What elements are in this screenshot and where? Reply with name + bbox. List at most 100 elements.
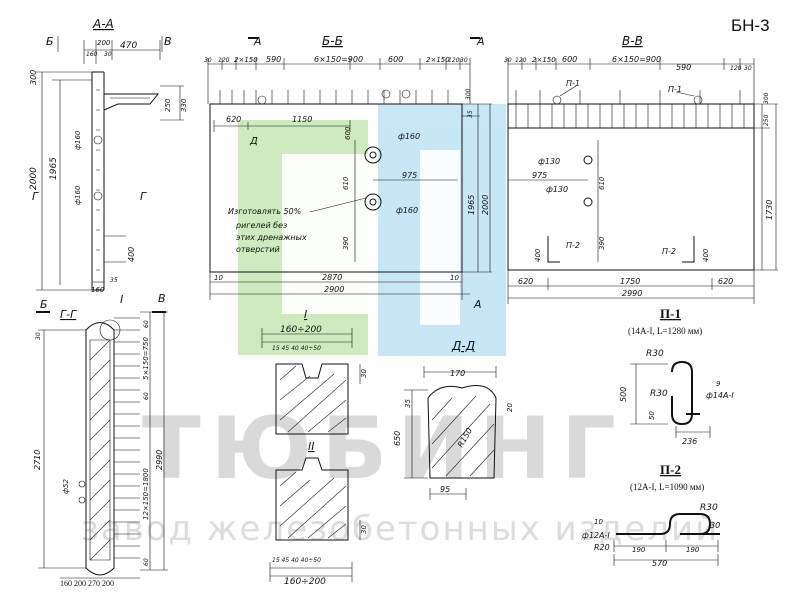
svg-text:975: 975 <box>402 171 417 180</box>
svg-text:ф160: ф160 <box>74 185 82 205</box>
svg-text:160÷200: 160÷200 <box>284 577 326 587</box>
section-bb-note-2: ригелей без <box>235 221 287 230</box>
svg-text:60: 60 <box>143 392 150 400</box>
svg-text:620: 620 <box>518 277 533 286</box>
svg-text:П-1: П-1 <box>566 79 580 88</box>
svg-text:250: 250 <box>763 114 770 126</box>
svg-text:200: 200 <box>97 39 111 47</box>
svg-text:6×150=900: 6×150=900 <box>612 55 661 64</box>
part-p1-spec: (14А-I, L=1280 мм) <box>628 326 702 336</box>
section-gg: Г-Г I Б В ф52 2710 30 60 60 5×150=750 12… <box>33 292 168 588</box>
svg-text:300: 300 <box>465 88 472 100</box>
svg-text:ф130: ф130 <box>546 185 568 194</box>
svg-text:30: 30 <box>360 525 368 534</box>
svg-text:10: 10 <box>594 518 603 526</box>
svg-text:160: 160 <box>86 51 98 58</box>
svg-text:975: 975 <box>532 171 547 180</box>
svg-text:610: 610 <box>598 176 606 190</box>
section-bb-note-3: этих дренажных <box>236 233 307 242</box>
svg-text:35: 35 <box>404 399 412 408</box>
svg-text:1150: 1150 <box>292 115 312 124</box>
svg-text:500: 500 <box>619 387 628 402</box>
watermark-tagline: завод железобетонных изделий <box>81 509 719 549</box>
svg-text:190: 190 <box>686 546 700 554</box>
svg-text:2900: 2900 <box>324 285 344 294</box>
svg-text:В: В <box>158 292 166 305</box>
detail-i-title: I <box>304 308 307 321</box>
svg-text:6×150=900: 6×150=900 <box>314 55 363 64</box>
svg-text:2990: 2990 <box>622 289 642 298</box>
section-vv: В-В 30 120 2×150 600 6×150=900 590 120 3… <box>504 34 778 304</box>
svg-text:30: 30 <box>104 51 112 58</box>
svg-text:570: 570 <box>652 559 667 568</box>
svg-text:2×150: 2×150 <box>234 56 258 64</box>
sheet-code: БН-3 <box>731 16 770 35</box>
svg-text:35: 35 <box>467 110 474 118</box>
detail-i: I 160÷200 15 45 40 40÷50 30 <box>261 308 368 435</box>
svg-text:2×150: 2×150 <box>426 56 450 64</box>
svg-text:ф160: ф160 <box>398 132 420 141</box>
section-aa-title: А-А <box>92 17 114 31</box>
svg-text:600: 600 <box>388 55 403 64</box>
svg-text:R30: R30 <box>650 389 668 399</box>
svg-text:160: 160 <box>91 286 105 294</box>
svg-text:590: 590 <box>266 55 281 64</box>
svg-text:170: 170 <box>450 369 465 378</box>
svg-text:120: 120 <box>730 65 742 72</box>
svg-text:1965: 1965 <box>467 195 476 215</box>
svg-text:2×150: 2×150 <box>532 56 556 64</box>
svg-text:R30: R30 <box>646 349 664 359</box>
section-bb-note-4: отверстий <box>236 245 280 254</box>
svg-text:5×150=750: 5×150=750 <box>142 337 150 380</box>
section-bb-title: Б-Б <box>322 34 343 48</box>
part-p2-spec: (12А-I, L=1090 мм) <box>630 482 704 492</box>
svg-text:30: 30 <box>710 521 720 530</box>
svg-text:10: 10 <box>214 274 223 282</box>
svg-text:20: 20 <box>506 403 514 412</box>
svg-text:1730: 1730 <box>765 200 774 220</box>
svg-text:330: 330 <box>180 98 188 112</box>
svg-text:1965: 1965 <box>49 157 59 180</box>
svg-text:400: 400 <box>702 248 710 262</box>
part-p1-title: П-1 <box>660 306 681 321</box>
svg-text:10: 10 <box>450 274 459 282</box>
svg-text:ф12А-I: ф12А-I <box>582 531 610 540</box>
svg-text:390: 390 <box>342 236 350 250</box>
svg-text:2870: 2870 <box>322 273 342 282</box>
svg-text:П-2: П-2 <box>662 247 676 256</box>
svg-text:190: 190 <box>632 546 646 554</box>
watermark-brand: ТЮБИНГ <box>142 399 626 499</box>
svg-text:236: 236 <box>682 437 697 446</box>
svg-text:9: 9 <box>716 380 721 388</box>
detail-ii-title: II <box>308 440 315 453</box>
svg-text:30: 30 <box>504 57 512 64</box>
part-p1: П-1 (14А-I, L=1280 мм) R30 R30 500 50 9 … <box>619 306 734 446</box>
svg-text:30: 30 <box>360 369 368 378</box>
svg-text:470: 470 <box>120 41 137 51</box>
svg-text:12×150=1800: 12×150=1800 <box>142 468 150 520</box>
svg-text:600: 600 <box>562 55 577 64</box>
svg-text:Б: Б <box>40 298 48 311</box>
svg-text:П-2: П-2 <box>566 241 580 250</box>
svg-text:30: 30 <box>744 65 752 72</box>
svg-text:160÷200: 160÷200 <box>280 325 322 335</box>
svg-text:ф160: ф160 <box>74 130 82 150</box>
svg-text:П-1: П-1 <box>668 85 682 94</box>
svg-text:400: 400 <box>534 248 542 262</box>
svg-text:590: 590 <box>676 63 691 72</box>
svg-text:2000: 2000 <box>481 195 490 215</box>
svg-text:250: 250 <box>164 98 172 112</box>
part-p2: П-2 (12А-I, L=1090 мм) R30 10 ф12А-I R20… <box>582 462 720 568</box>
section-vv-title: В-В <box>622 34 643 48</box>
svg-text:ф160: ф160 <box>396 206 418 215</box>
section-aa-cut-left: Б <box>46 35 54 48</box>
svg-text:300: 300 <box>763 92 770 104</box>
svg-text:60: 60 <box>143 320 150 328</box>
svg-text:650: 650 <box>393 431 402 446</box>
svg-text:610: 610 <box>342 176 350 190</box>
svg-text:R20: R20 <box>594 543 610 552</box>
svg-text:I: I <box>120 293 123 306</box>
svg-text:60: 60 <box>143 558 150 566</box>
section-aa-cut-side: Г <box>32 190 39 203</box>
svg-text:1750: 1750 <box>620 277 640 286</box>
